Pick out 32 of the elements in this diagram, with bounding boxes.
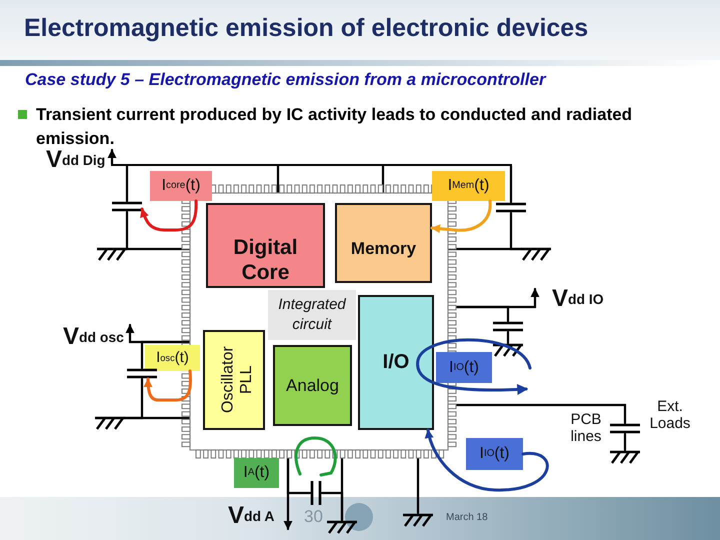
capacitor-symbol [112, 201, 142, 212]
slide-title: Electromagnetic emission of electronic devices [24, 14, 588, 43]
page-number: 30 [304, 508, 323, 527]
capacitor-symbol [310, 481, 322, 505]
current-loop-arrow [140, 200, 198, 232]
capacitor-symbol [127, 368, 157, 379]
capacitor-symbol [610, 423, 640, 434]
capacitor-symbol [493, 321, 523, 332]
capacitor-symbol [496, 202, 526, 213]
ground-symbol [403, 513, 433, 527]
current-loop-arrow [144, 370, 192, 402]
chip-label: Integrated circuit [268, 290, 356, 340]
wire [126, 165, 128, 202]
wire [126, 210, 128, 250]
wire [320, 492, 344, 522]
wire [510, 165, 512, 204]
annotation-label: Ext. Loads [648, 398, 692, 432]
ground-symbol [327, 520, 357, 534]
date-text: March 18 [446, 512, 488, 523]
wire [624, 432, 626, 452]
ground-symbol [493, 343, 523, 357]
arrow [108, 148, 116, 166]
ground-symbol [521, 247, 551, 261]
wire [456, 306, 510, 322]
bullet-text: Transient current produced by IC activity leads to conducted and radiated emission. [36, 104, 634, 150]
supply-rail [111, 164, 512, 166]
ground-symbol [610, 450, 640, 464]
wire [506, 330, 510, 344]
ground-symbol [95, 416, 125, 430]
ground-symbol [97, 247, 127, 261]
current-loop-arrow [425, 428, 549, 492]
subtitle: Case study 5 – Electromagnetic emission from a microcontroller [25, 71, 546, 90]
